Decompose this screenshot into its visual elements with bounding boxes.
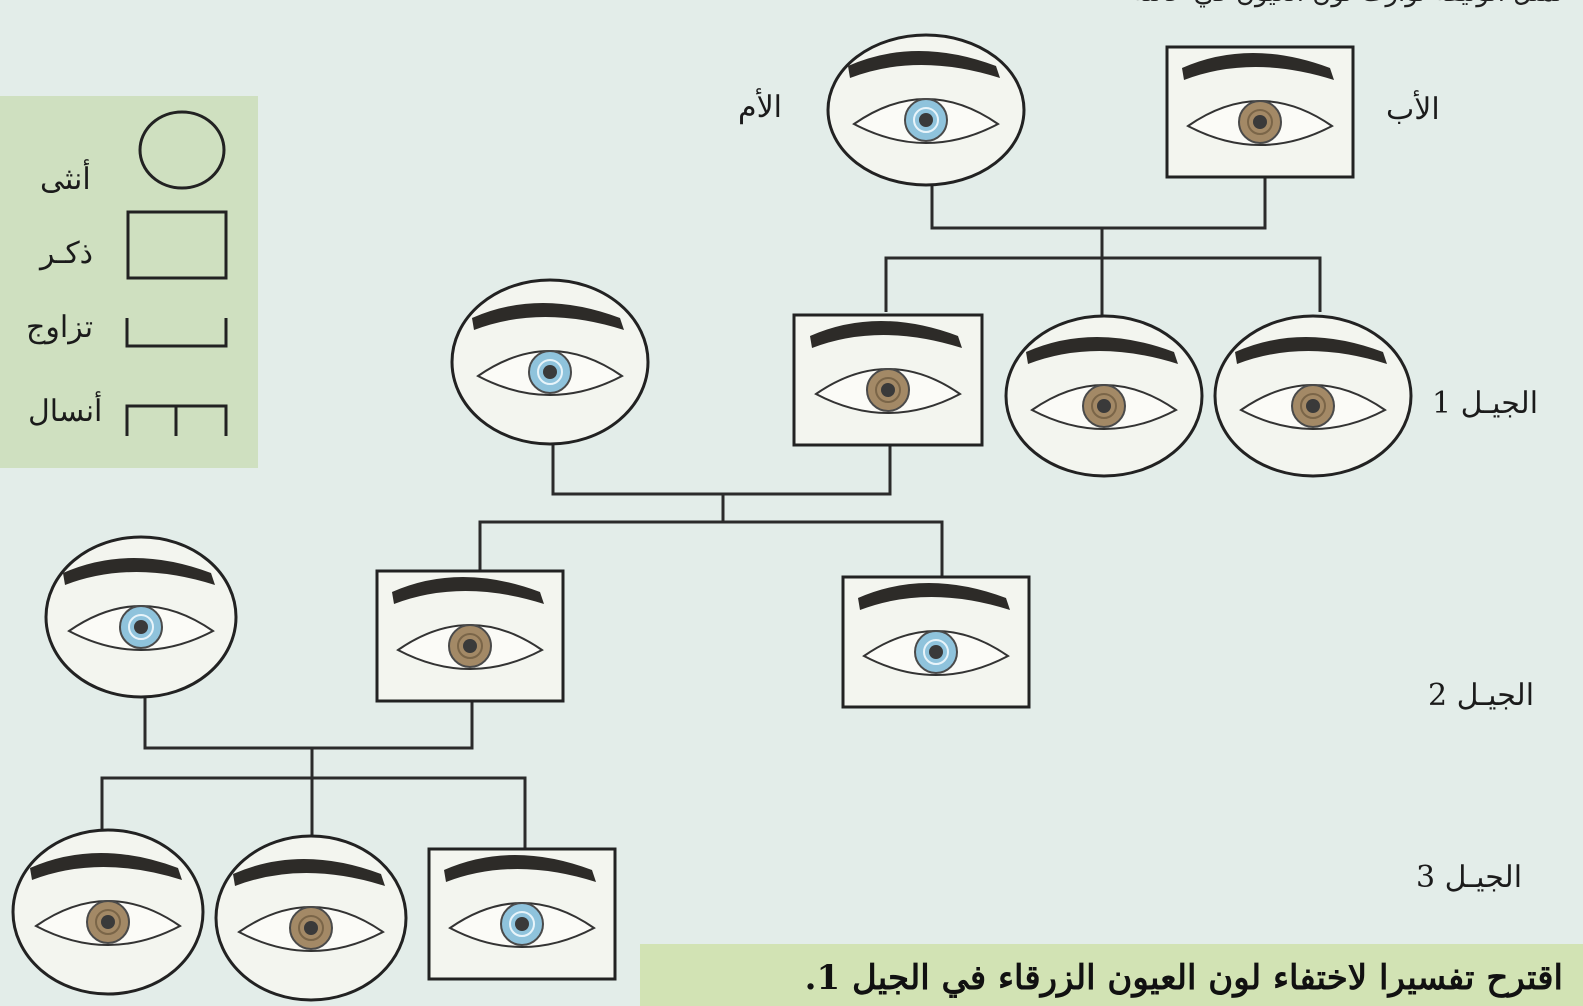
legend-symbols [125,110,228,436]
generation-1-label: الجيـل 1 [1432,386,1539,421]
female-individual-g1-spouse [450,278,650,446]
legend-female-symbol [138,110,226,190]
blue-eye-icon [443,854,597,948]
legend-male-symbol [126,210,228,280]
father-label: الأب [1386,92,1440,127]
female-individual-g1-daughter-b [1213,314,1413,478]
legend-marriage-symbol [125,318,228,348]
male-individual-g2-son-a [375,569,565,703]
blue-eye-icon [857,582,1011,676]
female-individual-g3-daughter-b [214,834,408,1002]
brown-eye-icon [1234,336,1388,430]
male-individual-g1-son [792,313,984,447]
generation-2-label: الجيـل 2 [1428,678,1535,713]
marriage-line-gen1 [551,444,892,496]
blue-eye-icon [62,557,216,651]
brown-eye-icon [391,576,545,670]
brown-eye-icon [29,852,183,946]
female-individual-g3-daughter-a [11,828,205,996]
legend-panel: أنثى ذكـر تزاوج أنسال [0,96,258,468]
brown-eye-icon [1025,336,1179,430]
generation-3-label: الجيـل 3 [1416,860,1523,895]
marriage-line-gen2 [143,697,474,750]
question-text: اقترح تفسيرا لاختفاء لون العيون الزرقاء … [804,958,1563,998]
mother-label: الأم [738,90,783,125]
male-individual-father [1165,45,1355,179]
blue-eye-icon [471,302,625,396]
legend-offspring-label: أنسال [28,394,103,429]
female-individual-g1-daughter-a [1004,314,1204,478]
legend-marriage-label: تزاوج [26,310,94,345]
sibship-line-gen2 [478,520,944,578]
female-individual-mother [826,33,1026,187]
top-text: تمثل الوثيقة توارث لون العيون في عائلة [1132,0,1563,8]
pedigree-lines [100,178,1322,850]
brown-eye-icon [232,858,386,952]
brown-eye-icon [1181,52,1335,146]
question-bar: اقترح تفسيرا لاختفاء لون العيون الزرقاء … [640,944,1583,1006]
brown-eye-icon [809,320,963,414]
top-cropped-text: تمثل الوثيقة توارث لون العيون في عائلة [0,0,1583,8]
legend-female-label: أنثى [40,162,91,197]
male-individual-g2-son-b [841,575,1031,709]
legend-male-label: ذكـر [40,236,93,271]
blue-eye-icon [847,50,1001,144]
male-individual-g3-son [427,847,617,981]
marriage-line-gen0 [930,178,1267,230]
female-individual-g2-spouse [44,535,238,699]
